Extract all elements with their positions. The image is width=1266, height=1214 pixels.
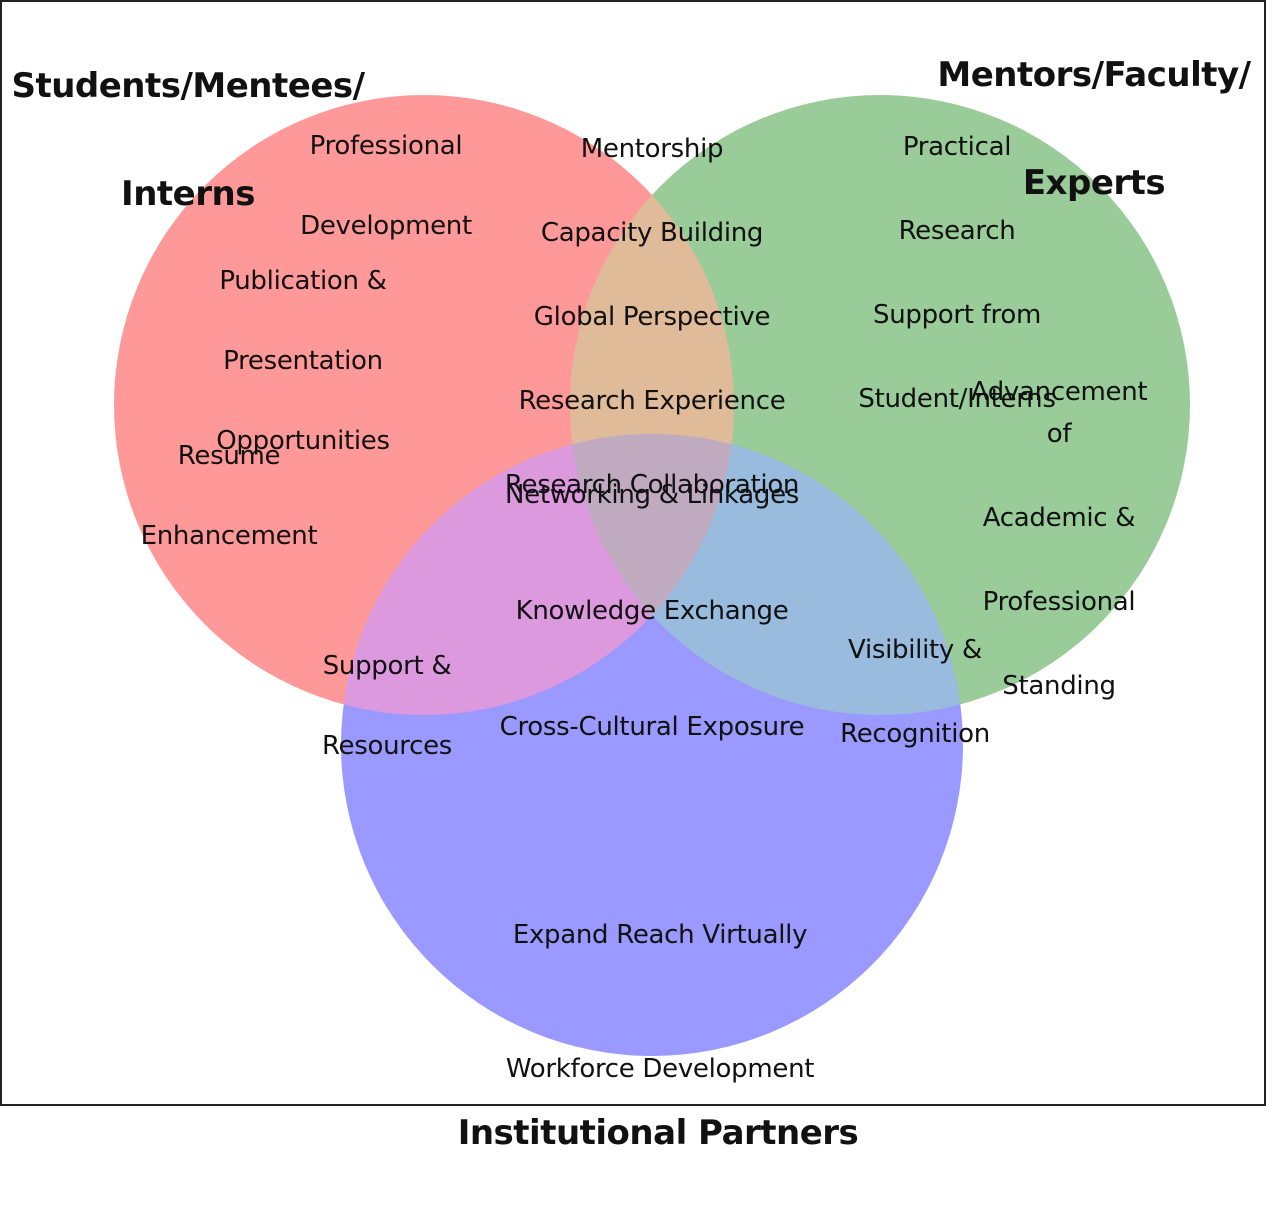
- label-line: Research: [898, 216, 1016, 246]
- label-research-collaboration: Research Collaboration: [504, 470, 800, 500]
- label-line: Advancement of: [970, 377, 1148, 449]
- region-students-mentors-labels: Mentorship Capacity Building Global Pers…: [504, 86, 800, 548]
- set-title-mentors-line1: Mentors/Faculty/: [937, 55, 1251, 95]
- label-networking-linkages: Networking & Linkages: [504, 480, 800, 510]
- label-line: Academic &: [982, 503, 1136, 533]
- label-mentorship: Mentorship: [580, 134, 724, 164]
- venn-diagram: [114, 95, 1190, 1056]
- label-knowledge-exchange: Knowledge Exchange: [515, 596, 789, 626]
- label-line: Visibility &: [848, 635, 982, 665]
- label-global-perspective: Global Perspective: [533, 302, 771, 332]
- set-title-students-line1: Students/Mentees/: [11, 66, 365, 106]
- label-line: Standing: [1002, 671, 1116, 701]
- label-cross-cultural-exposure: Cross-Cultural Exposure: [499, 712, 805, 742]
- label-line: Enhancement: [140, 521, 318, 551]
- label-line: Development: [300, 211, 472, 241]
- label-publication-presentation: Publication & Presentation Opportunities: [216, 221, 390, 501]
- set-title-mentors: Mentors/Faculty/ Experts: [937, 0, 1251, 264]
- label-line: Resources: [321, 731, 453, 761]
- set-title-mentors-line2: Experts: [1022, 163, 1166, 203]
- label-advancement-standing: Advancement of Academic & Professional S…: [956, 329, 1163, 749]
- label-line: Opportunities: [216, 426, 390, 456]
- label-visibility-recognition: Visibility & Recognition: [840, 587, 990, 797]
- label-research-experience: Research Experience: [518, 386, 786, 416]
- label-line: Recognition: [840, 719, 990, 749]
- label-line: Support from: [873, 300, 1041, 330]
- label-line: Professional: [982, 587, 1136, 617]
- label-line: Resume: [177, 441, 281, 471]
- label-line: Publication &: [219, 266, 387, 296]
- label-line: Practical: [902, 132, 1012, 162]
- label-line: Professional: [309, 131, 463, 161]
- set-title-students-line2: Interns: [121, 174, 255, 214]
- label-line: Student/Interns: [858, 384, 1056, 414]
- label-expand-reach: Expand Reach Virtually: [512, 920, 808, 950]
- region-institutions-labels: Expand Reach Virtually Workforce Develop…: [505, 835, 815, 1170]
- label-support-resources: Support & Resources: [322, 606, 452, 806]
- label-capacity-building: Capacity Building: [540, 218, 764, 248]
- label-workforce-development: Workforce Development: [505, 1054, 815, 1084]
- label-line: Support &: [322, 651, 452, 681]
- region-all-three-labels: Networking & Linkages Knowledge Exchange…: [500, 408, 805, 814]
- set-title-students: Students/Mentees/ Interns: [11, 5, 365, 275]
- label-line: Presentation: [223, 346, 383, 376]
- label-professional-development: Professional Development: [300, 86, 472, 286]
- label-practical-research-support: Practical Research Support from Student/…: [858, 84, 1056, 462]
- overlap-mentors-institutions: [570, 434, 963, 715]
- overlap-students-institutions: [341, 434, 734, 715]
- label-resume-enhancement: Resume Enhancement: [141, 396, 318, 596]
